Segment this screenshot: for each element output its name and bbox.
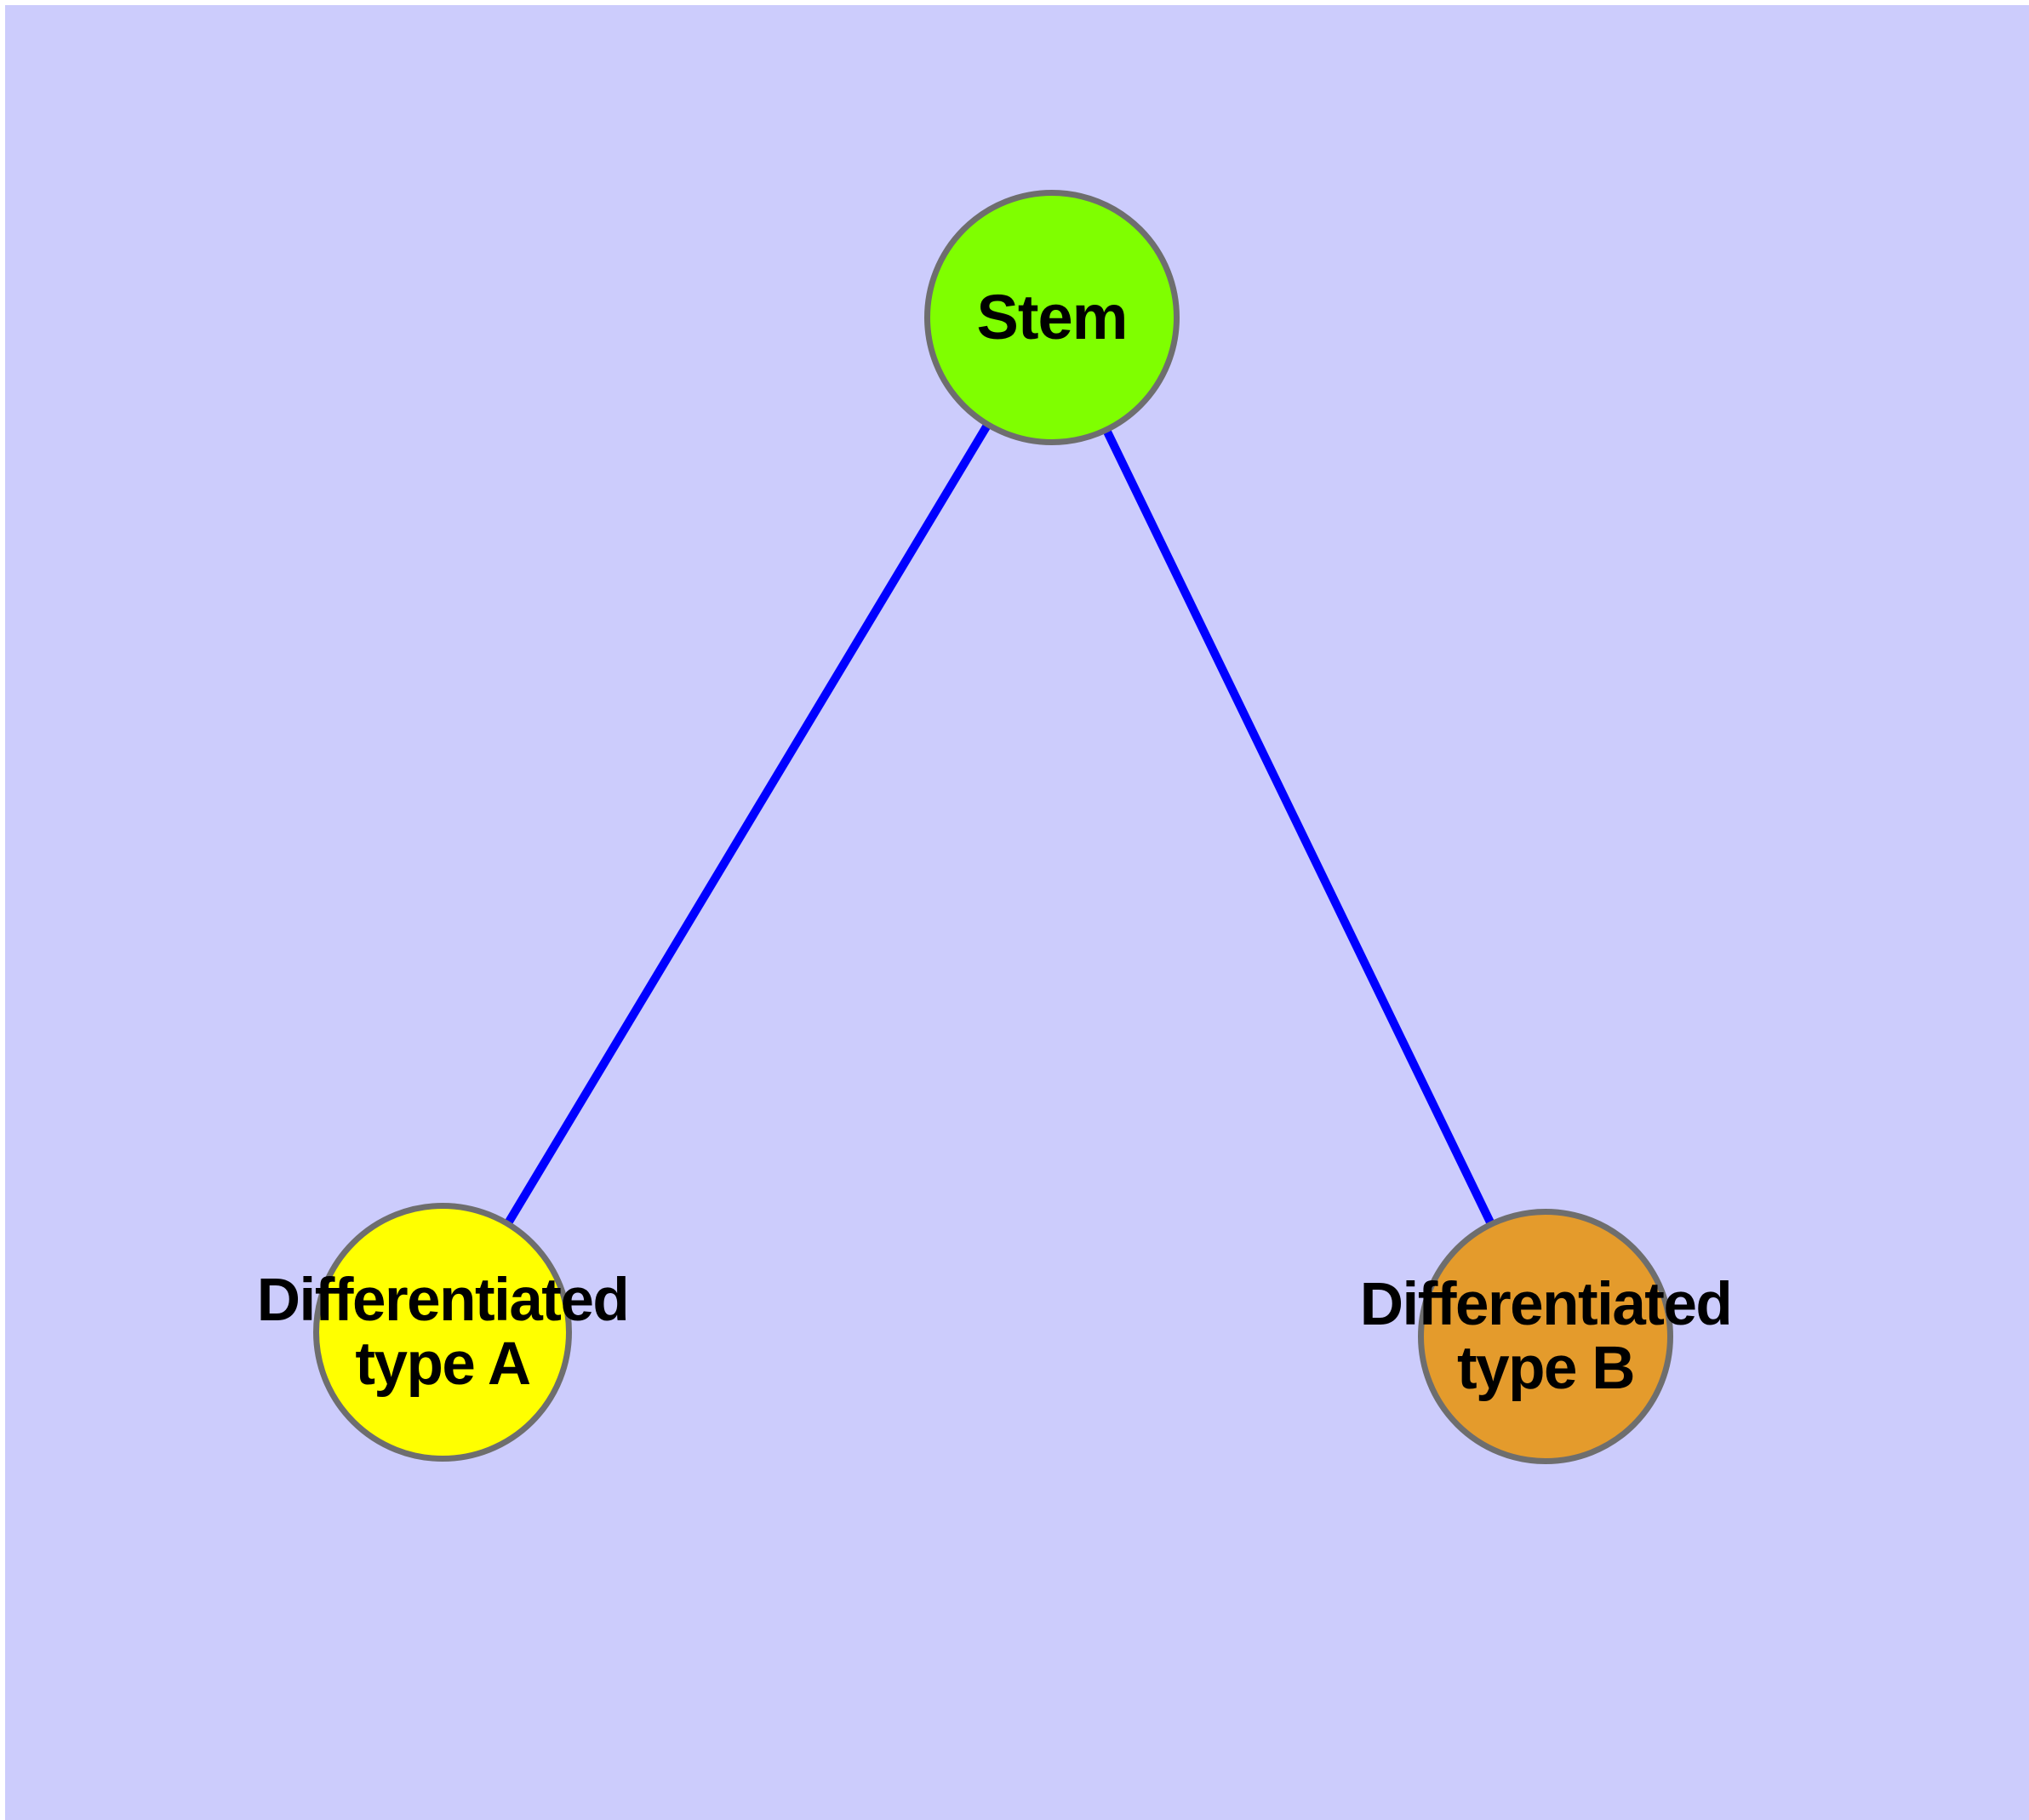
node-circle-stem[interactable]	[924, 190, 1180, 445]
edge-stem-diff-a[interactable]	[504, 423, 992, 1225]
node-layer	[313, 190, 1673, 1464]
node-circle-diff-b[interactable]	[1418, 1209, 1673, 1464]
node-circle-diff-a[interactable]	[313, 1203, 572, 1462]
edge-layer	[504, 423, 1495, 1225]
edge-stem-diff-b[interactable]	[1103, 429, 1495, 1225]
